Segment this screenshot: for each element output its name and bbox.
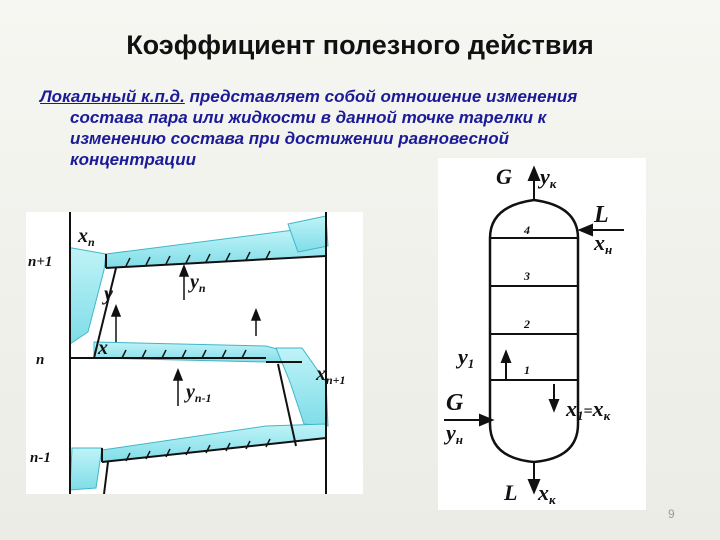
reflux-L: L xyxy=(593,202,609,228)
page-number: 9 xyxy=(668,507,675,521)
tray-number-4: 4 xyxy=(523,223,530,237)
perforation-marks xyxy=(121,250,271,462)
level-label-n-minus-1: n-1 xyxy=(30,450,51,466)
page-title: Коэффициент полезного действия xyxy=(126,30,594,60)
tray-lines xyxy=(490,237,578,381)
label-y: y xyxy=(102,283,113,305)
column-shell xyxy=(488,198,580,464)
column-diagram-svg: 4 3 2 1 G yк L xн y1 x1=xк G yн L xк xyxy=(443,164,624,507)
label-x: x xyxy=(97,337,108,359)
feed-yn: yн xyxy=(443,420,463,447)
flow-arrows xyxy=(444,165,624,495)
column-diagram: 4 3 2 1 G yк L xн y1 x1=xк G yн L xк xyxy=(438,158,646,510)
label-xn-plus-1: xn+1 xyxy=(315,363,346,387)
definition-line-3: изменению состава при достижении равнове… xyxy=(70,129,509,148)
liquid-downcomer-bottom-left xyxy=(69,447,103,491)
reflux-xn: xн xyxy=(593,230,612,257)
level-label-n: n xyxy=(36,352,44,368)
plate-diagram-svg: n+1 n n-1 xn y yn x xn+1 yn-1 xyxy=(28,212,346,494)
label-x1-eq-xk: x1=xк xyxy=(565,396,611,423)
liquid-top-right xyxy=(287,215,329,253)
bottom-xk: xк xyxy=(537,480,556,507)
liquid-downcomer-right xyxy=(275,347,329,427)
label-yn-minus-1: yn-1 xyxy=(184,381,212,405)
label-yn: yn xyxy=(188,271,206,295)
tray-number-1: 1 xyxy=(524,363,530,377)
plate-structure xyxy=(69,212,327,494)
definition-term: Локальный к.п.д. xyxy=(40,87,185,106)
definition-text: Локальный к.п.д. представляет собой отно… xyxy=(40,86,690,170)
definition-line-2: состава пара или жидкости в данной точке… xyxy=(70,108,547,127)
bottom-L: L xyxy=(503,480,517,505)
tray-number-3: 3 xyxy=(523,269,530,283)
top-yk: yк xyxy=(537,164,557,191)
label-xn: xn xyxy=(77,225,95,249)
feed-G: G xyxy=(446,390,464,416)
top-G: G xyxy=(496,164,512,189)
plate-diagram: n+1 n n-1 xn y yn x xn+1 yn-1 xyxy=(26,212,363,494)
definition-line-1: представляет собой отношение изменения xyxy=(184,87,578,106)
tray-number-2: 2 xyxy=(523,317,530,331)
vapor-arrows xyxy=(110,263,262,406)
label-y1: y1 xyxy=(455,344,474,371)
definition-line-4: концентрации xyxy=(70,150,197,169)
level-label-n-plus-1: n+1 xyxy=(28,254,52,270)
